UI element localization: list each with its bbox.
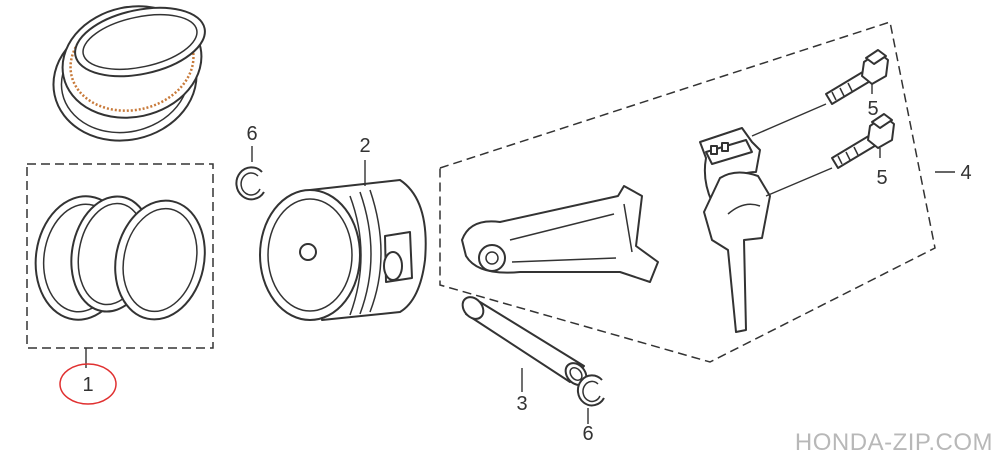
callout-3[interactable]: 3 — [516, 393, 527, 415]
piston-icon[interactable] — [259, 179, 427, 321]
callout-highlight-circle — [59, 363, 117, 405]
circlip-icon[interactable] — [576, 374, 605, 407]
bolt-icon[interactable] — [825, 49, 889, 105]
leader-bolt-lower-to-cap — [765, 167, 833, 197]
circlip-icon[interactable] — [235, 166, 265, 201]
rod-cap-icon[interactable] — [699, 127, 771, 333]
callout-4[interactable]: 4 — [960, 162, 971, 184]
piston-ring-stack-icon[interactable] — [42, 0, 212, 154]
callout-6-lower[interactable]: 6 — [582, 423, 593, 445]
piston-pin-icon[interactable] — [458, 293, 590, 389]
bolt-icon[interactable] — [831, 113, 895, 169]
callout-5-upper[interactable]: 5 — [867, 98, 878, 120]
piston-rings-icon[interactable] — [28, 190, 216, 328]
rod-set-box — [439, 21, 936, 363]
ring-set-box — [26, 163, 214, 349]
watermark: HONDA-ZIP.COM — [795, 429, 993, 456]
callout-5-lower[interactable]: 5 — [876, 167, 887, 189]
leader-bolt-upper-to-cap — [751, 103, 827, 137]
callout-6-upper[interactable]: 6 — [246, 123, 257, 145]
callout-2[interactable]: 2 — [359, 135, 370, 157]
callout-1[interactable]: 1 — [82, 374, 93, 396]
connecting-rod-icon[interactable] — [461, 185, 659, 283]
